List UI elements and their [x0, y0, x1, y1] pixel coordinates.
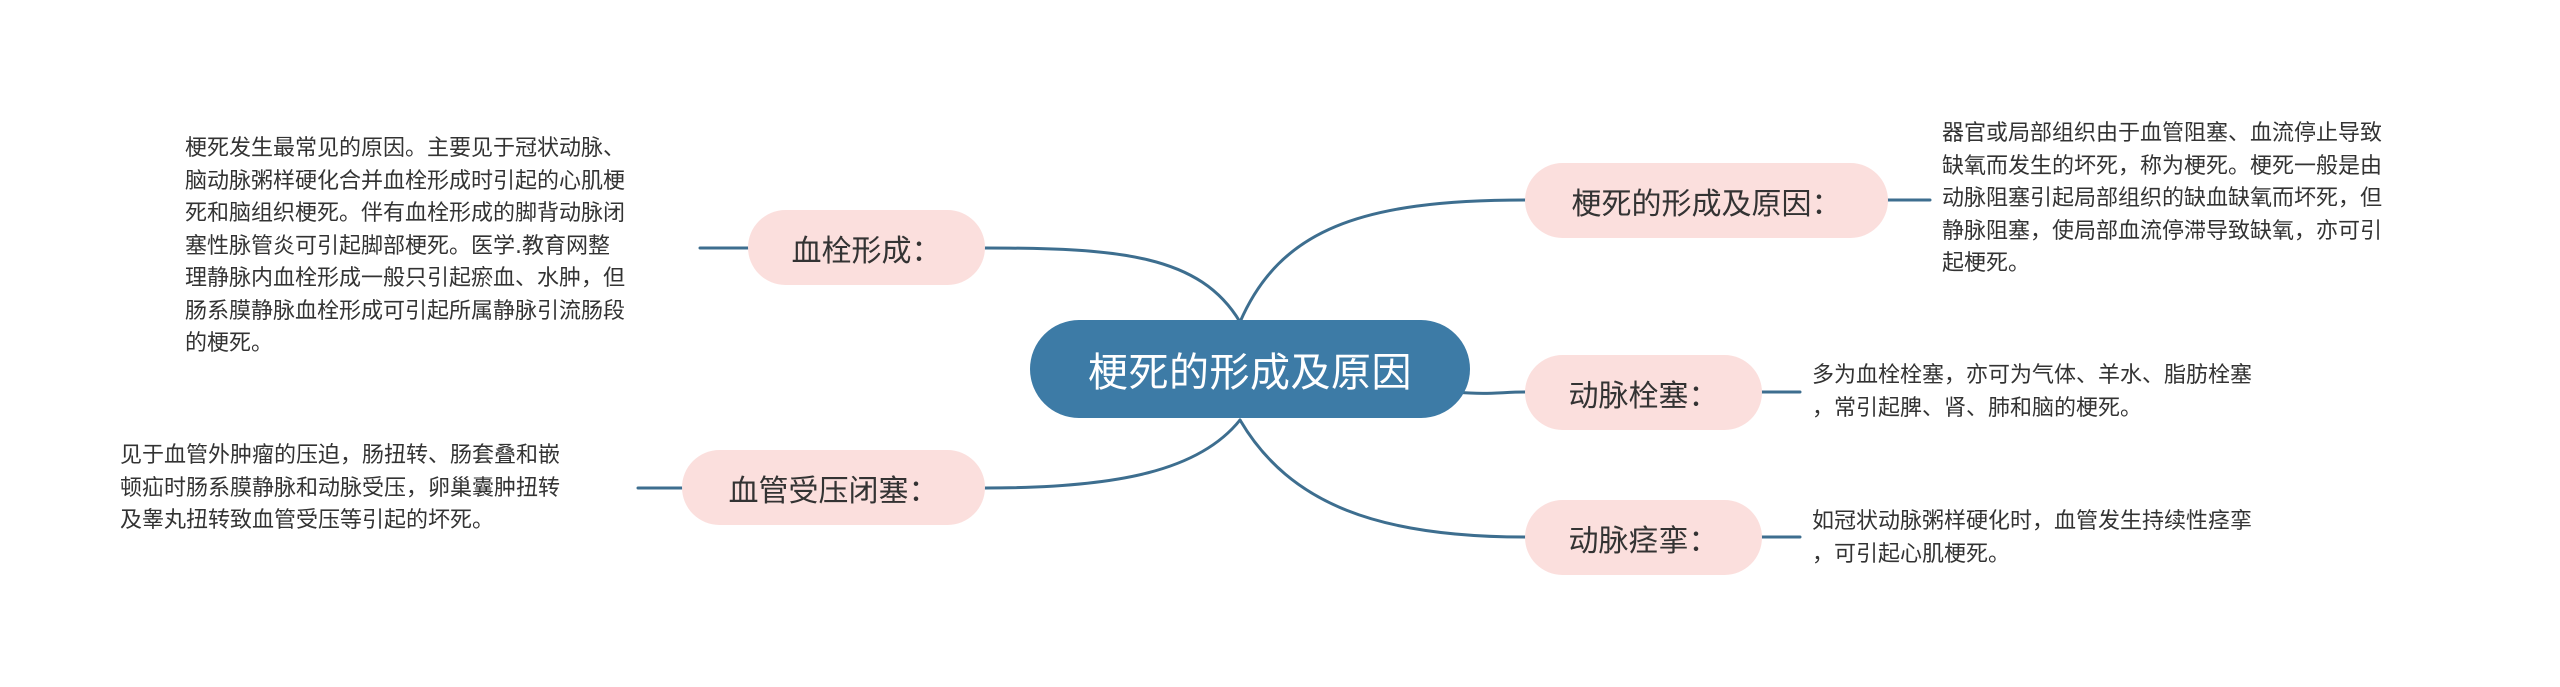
connector-root-thrombus-formation	[983, 246, 1242, 324]
connector-root-vessel-compression	[983, 418, 1242, 490]
detail-arterial-spasm: 如冠状动脉粥样硬化时，血管发生持续性痉挛 ，可引起心肌梗死。	[1812, 509, 2253, 567]
branch-formation-cause-label: 梗死的形成及原因：	[1571, 186, 1842, 222]
connector-root-arterial-spasm	[1238, 418, 1527, 539]
detail-thrombus-formation: 梗死发生最常见的原因。主要见于冠状动脉、 脑动脉粥样硬化合并血栓形成时引起的心肌…	[185, 136, 626, 356]
branch-formation-cause[interactable]: 梗死的形成及原因：	[1525, 163, 1888, 238]
detail-vessel-compression: 见于血管外肿瘤的压迫，肠扭转、肠套叠和嵌 顿疝时肠系膜静脉和动脉受压，卵巢囊肿扭…	[120, 443, 561, 533]
branch-vessel-compression[interactable]: 血管受压闭塞：	[682, 450, 985, 525]
branch-thrombus-formation[interactable]: 血栓形成：	[748, 210, 985, 285]
root-topic[interactable]: 梗死的形成及原因	[1030, 320, 1470, 418]
branch-arterial-spasm[interactable]: 动脉痉挛：	[1525, 500, 1762, 575]
connector-root-arterial-embolism	[1453, 390, 1527, 395]
branch-thrombus-formation-label: 血栓形成：	[791, 233, 942, 269]
connector-root-formation-cause	[1238, 198, 1527, 324]
root-topic-label: 梗死的形成及原因	[1088, 350, 1412, 396]
branch-vessel-compression-label: 血管受压闭塞：	[728, 473, 939, 509]
branch-arterial-embolism-label: 动脉栓塞：	[1568, 378, 1719, 414]
detail-formation-cause: 器官或局部组织由于血管阻塞、血流停止导致 缺氧而发生的坏死，称为梗死。梗死一般是…	[1942, 121, 2383, 276]
detail-arterial-embolism: 多为血栓栓塞，亦可为气体、羊水、脂肪栓塞 ，常引起脾、肾、肺和脑的梗死。	[1812, 363, 2253, 421]
branch-arterial-spasm-label: 动脉痉挛：	[1568, 523, 1719, 559]
branch-arterial-embolism[interactable]: 动脉栓塞：	[1525, 355, 1762, 430]
